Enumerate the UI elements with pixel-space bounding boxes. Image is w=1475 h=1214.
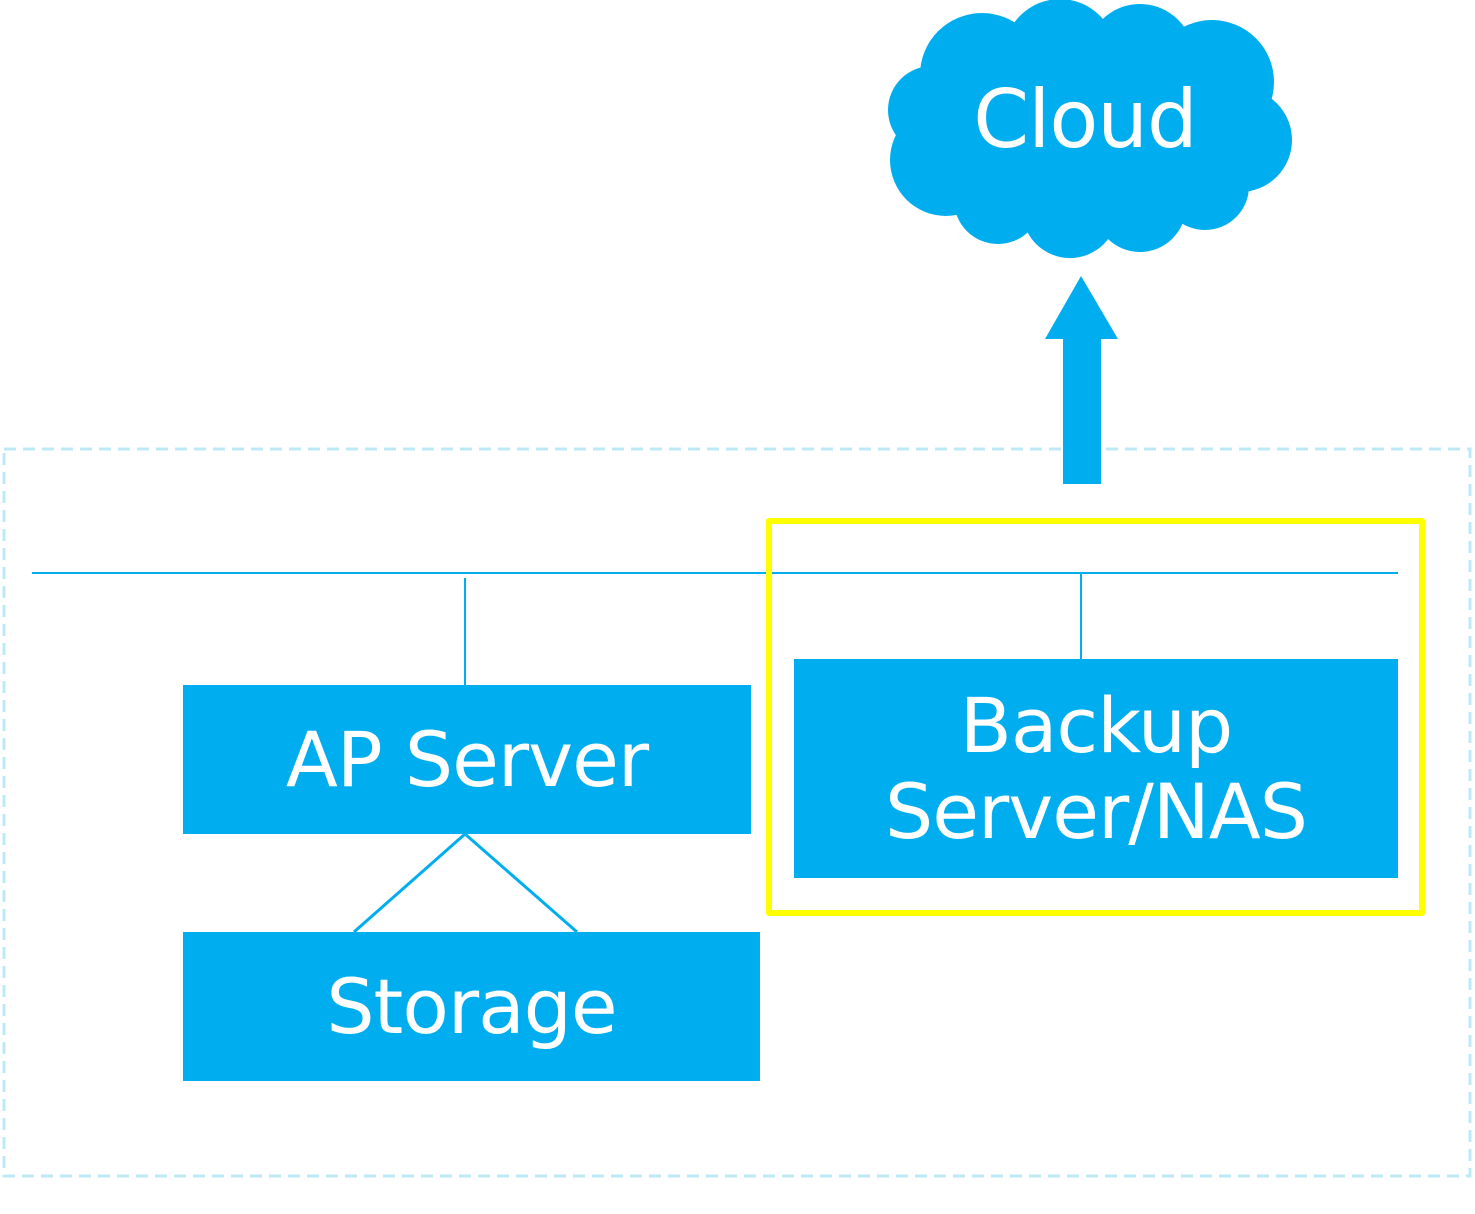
network-boundary [2, 447, 1472, 1178]
cloud-label: Cloud [973, 73, 1198, 166]
backup-highlight-frame [766, 518, 1425, 916]
storage-label: Storage [326, 962, 617, 1051]
storage-link-right [464, 832, 578, 934]
backup-label-line2: Server/NAS [885, 766, 1308, 856]
storage-link-left [353, 832, 466, 934]
upload-arrow [1045, 276, 1118, 484]
ap-server-node: AP Server [183, 685, 751, 834]
storage-node: Storage [183, 932, 760, 1081]
cloud-shape [888, 0, 1292, 258]
backup-server-node: Backup Server/NAS [794, 659, 1398, 878]
ap-server-label: AP Server [285, 715, 649, 804]
backup-label-line1: Backup [959, 680, 1234, 770]
